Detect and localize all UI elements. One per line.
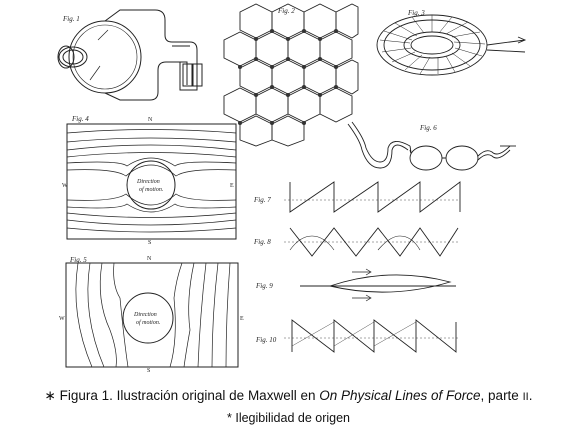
fig5-east-label: E [240,316,244,322]
fig3-label: Fig. 3 [407,9,425,17]
fig6-beaded-conductor: Fig. 6 [347,121,516,171]
caption-marker: ∗ [44,388,56,403]
caption-title: On Physical Lines of Force [319,388,481,403]
fig5-label: Fig. 5 [69,256,87,264]
maxwell-plate-illustration: Fig. 1 Fig. 2 [57,3,527,374]
fig2-label: Fig. 2 [277,7,295,15]
fig5-south-label: S [147,368,150,374]
fig7-sawtooth-wave: Fig. 7 [253,181,461,213]
caption-suffix: , parte [480,388,523,403]
fig5-inset-line2: of motion. [136,319,160,326]
fig8-zigzag-wave: Fig. 8 [253,227,460,257]
fig4-north-label: N [148,117,153,123]
fig4-inset-line1: Direction [136,179,160,185]
source-note: * Ilegibilidad de origen [0,410,577,426]
note-marker: * [226,411,232,425]
fig6-label: Fig. 6 [419,124,437,132]
fig4-field-lines-sphere: Fig. 4 N S W E Direction of motion. [62,115,237,246]
fig7-label: Fig. 7 [253,196,271,204]
fig10-label: Fig. 10 [255,336,277,344]
fig3-toroidal-coil: Fig. 3 [376,9,527,76]
fig4-label: Fig. 4 [71,115,89,123]
fig4-inset-line2: of motion. [139,186,163,193]
fig5-north-label: N [147,256,152,262]
caption-end: . [528,388,533,403]
fig1-circuit-diagram: Fig. 1 [57,9,203,101]
fig4-south-label: S [148,240,151,246]
fig9-label: Fig. 9 [255,282,273,290]
fig1-label: Fig. 1 [62,15,80,23]
fig5-west-label: W [59,316,65,322]
fig4-east-label: E [230,183,234,189]
fig4-west-label: W [62,183,68,189]
caption-prefix: Figura 1. Ilustración original de Maxwel… [59,388,320,403]
fig5-inset-line1: Direction [133,312,157,318]
fig9-lens-tube: Fig. 9 [255,268,456,302]
fig8-label: Fig. 8 [253,238,271,246]
fig2-hexagonal-vortex-cells: Fig. 2 [223,3,359,147]
fig10-sawtooth-wave: Fig. 10 [255,319,460,353]
caption-part: II [522,391,529,403]
note-text: Ilegibilidad de origen [235,411,351,425]
figure-caption: ∗ Figura 1. Ilustración original de Maxw… [0,387,577,406]
fig5-deflected-field-lines: Fig. 5 N S W E Direction of motion. [59,256,244,374]
